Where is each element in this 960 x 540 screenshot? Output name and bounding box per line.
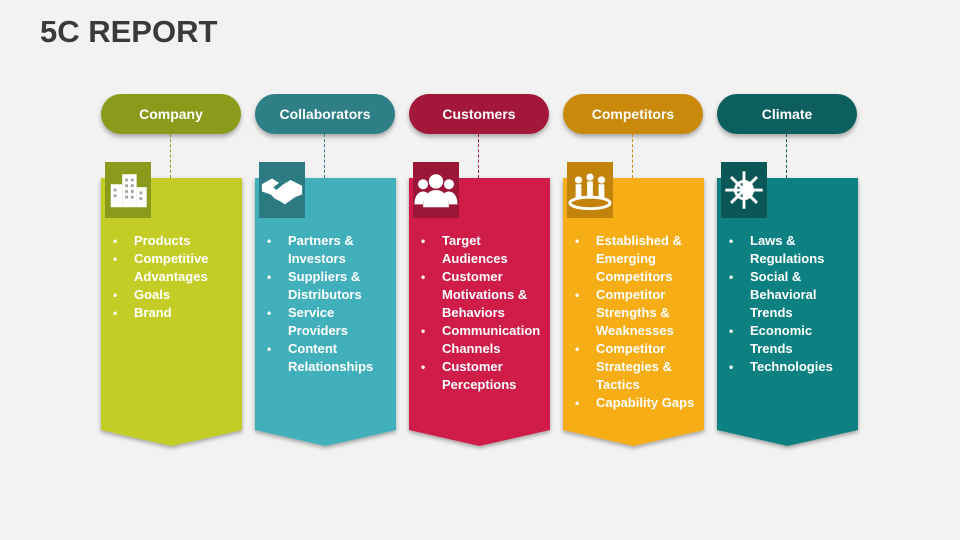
list-item: Brand bbox=[109, 304, 237, 322]
column-climate: ClimateLaws & RegulationsSocial & Behavi… bbox=[717, 0, 859, 540]
list-item: Established & Emerging Competitors bbox=[571, 232, 699, 286]
handshake-icon bbox=[261, 178, 303, 205]
column-collaborators: CollaboratorsPartners & InvestorsSupplie… bbox=[255, 0, 397, 540]
header-pill-competitors: Competitors bbox=[563, 94, 703, 134]
content-card: Established & Emerging CompetitorsCompet… bbox=[563, 162, 705, 446]
list-item: Customer Perceptions bbox=[417, 358, 545, 394]
list-item: Suppliers & Distributors bbox=[263, 268, 391, 304]
icon-tab bbox=[259, 162, 305, 218]
icon-tab bbox=[105, 162, 151, 218]
header-pill-collaborators: Collaborators bbox=[255, 94, 395, 134]
column-customers: CustomersTarget AudiencesCustomer Motiva… bbox=[409, 0, 551, 540]
list-item: Competitor Strategies & Tactics bbox=[571, 340, 699, 394]
content-card: Target AudiencesCustomer Motivations & B… bbox=[409, 162, 551, 446]
dashed-connector bbox=[478, 134, 479, 178]
column-company: CompanyProductsCompetitive AdvantagesGoa… bbox=[101, 0, 243, 540]
competitors-icon bbox=[568, 173, 612, 211]
content-card: Laws & RegulationsSocial & Behavioral Tr… bbox=[717, 162, 859, 446]
content-card: Partners & InvestorsSuppliers & Distribu… bbox=[255, 162, 397, 446]
bullet-list: ProductsCompetitive AdvantagesGoalsBrand bbox=[109, 232, 237, 322]
list-item: Content Relationships bbox=[263, 340, 391, 376]
dashed-connector bbox=[786, 134, 787, 178]
list-item: Products bbox=[109, 232, 237, 250]
bullet-list: Partners & InvestorsSuppliers & Distribu… bbox=[263, 232, 391, 376]
climate-icon bbox=[725, 171, 763, 209]
icon-tab bbox=[413, 162, 459, 218]
list-item: Capability Gaps bbox=[571, 394, 699, 412]
bullet-list: Established & Emerging CompetitorsCompet… bbox=[571, 232, 699, 412]
list-item: Target Audiences bbox=[417, 232, 545, 268]
page-title: 5C REPORT bbox=[40, 14, 218, 49]
dashed-connector bbox=[324, 134, 325, 178]
list-item: Laws & Regulations bbox=[725, 232, 853, 268]
dashed-connector bbox=[632, 134, 633, 178]
header-pill-climate: Climate bbox=[717, 94, 857, 134]
header-pill-customers: Customers bbox=[409, 94, 549, 134]
list-item: Social & Behavioral Trends bbox=[725, 268, 853, 322]
list-item: Technologies bbox=[725, 358, 853, 376]
list-item: Communication Channels bbox=[417, 322, 545, 358]
icon-tab bbox=[721, 162, 767, 218]
header-pill-company: Company bbox=[101, 94, 241, 134]
buildings-icon bbox=[110, 174, 147, 208]
dashed-connector bbox=[170, 134, 171, 178]
customers-icon bbox=[414, 174, 458, 208]
list-item: Partners & Investors bbox=[263, 232, 391, 268]
column-competitors: CompetitorsEstablished & Emerging Compet… bbox=[563, 0, 705, 540]
icon-tab bbox=[567, 162, 613, 218]
list-item: Customer Motivations & Behaviors bbox=[417, 268, 545, 322]
list-item: Goals bbox=[109, 286, 237, 304]
list-item: Competitor Strengths & Weaknesses bbox=[571, 286, 699, 340]
bullet-list: Target AudiencesCustomer Motivations & B… bbox=[417, 232, 545, 394]
list-item: Competitive Advantages bbox=[109, 250, 237, 286]
content-card: ProductsCompetitive AdvantagesGoalsBrand bbox=[101, 162, 243, 446]
list-item: Economic Trends bbox=[725, 322, 853, 358]
bullet-list: Laws & RegulationsSocial & Behavioral Tr… bbox=[725, 232, 853, 376]
list-item: Service Providers bbox=[263, 304, 391, 340]
